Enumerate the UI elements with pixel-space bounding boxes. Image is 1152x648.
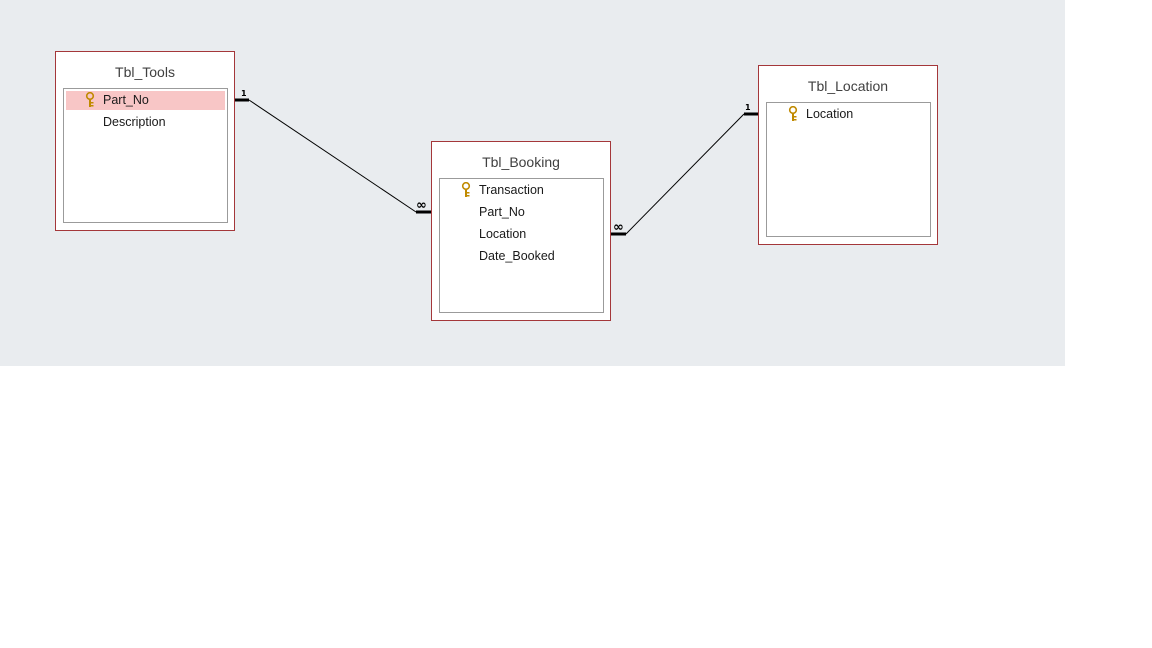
field-part-no[interactable]: Part_No xyxy=(442,203,601,222)
field-list[interactable]: Location xyxy=(766,102,931,237)
table-booking[interactable]: Tbl_Booking Transaction Part_No Location… xyxy=(431,141,611,321)
table-title[interactable]: Tbl_Location xyxy=(807,78,889,94)
field-label: Transaction xyxy=(479,183,544,197)
field-list[interactable]: Part_No Description xyxy=(63,88,228,223)
relationship-line[interactable] xyxy=(248,99,417,213)
table-title[interactable]: Tbl_Booking xyxy=(482,154,560,170)
table-tools[interactable]: Tbl_Tools Part_No Description xyxy=(55,51,235,231)
field-location[interactable]: Location xyxy=(769,105,928,124)
field-label: Date_Booked xyxy=(479,249,555,263)
cardinality-many-label: ∞ xyxy=(416,198,427,213)
relationship-line[interactable] xyxy=(625,113,745,235)
field-label: Location xyxy=(806,107,854,121)
field-transaction[interactable]: Transaction xyxy=(442,181,601,200)
relationship-tools-booking[interactable]: 1 ∞ xyxy=(235,89,431,214)
field-label: Part_No xyxy=(479,205,525,219)
key-icon xyxy=(461,182,471,197)
field-label: Description xyxy=(103,115,166,129)
key-icon xyxy=(85,92,95,107)
cardinality-one-label: 1 xyxy=(745,103,751,112)
cardinality-one-label: 1 xyxy=(241,89,247,98)
field-description[interactable]: Description xyxy=(66,113,225,132)
field-part-no[interactable]: Part_No xyxy=(66,91,225,110)
field-label: Location xyxy=(479,227,527,241)
table-title[interactable]: Tbl_Tools xyxy=(115,64,175,80)
cardinality-many-label: ∞ xyxy=(613,220,624,235)
key-icon xyxy=(788,106,798,121)
field-list[interactable]: Transaction Part_No Location Date_Booked xyxy=(439,178,604,313)
field-date-booked[interactable]: Date_Booked xyxy=(442,247,601,266)
field-label: Part_No xyxy=(103,93,149,107)
field-location[interactable]: Location xyxy=(442,225,601,244)
relationship-booking-location[interactable]: ∞ 1 xyxy=(611,103,759,236)
table-location[interactable]: Tbl_Location Location xyxy=(758,65,938,245)
